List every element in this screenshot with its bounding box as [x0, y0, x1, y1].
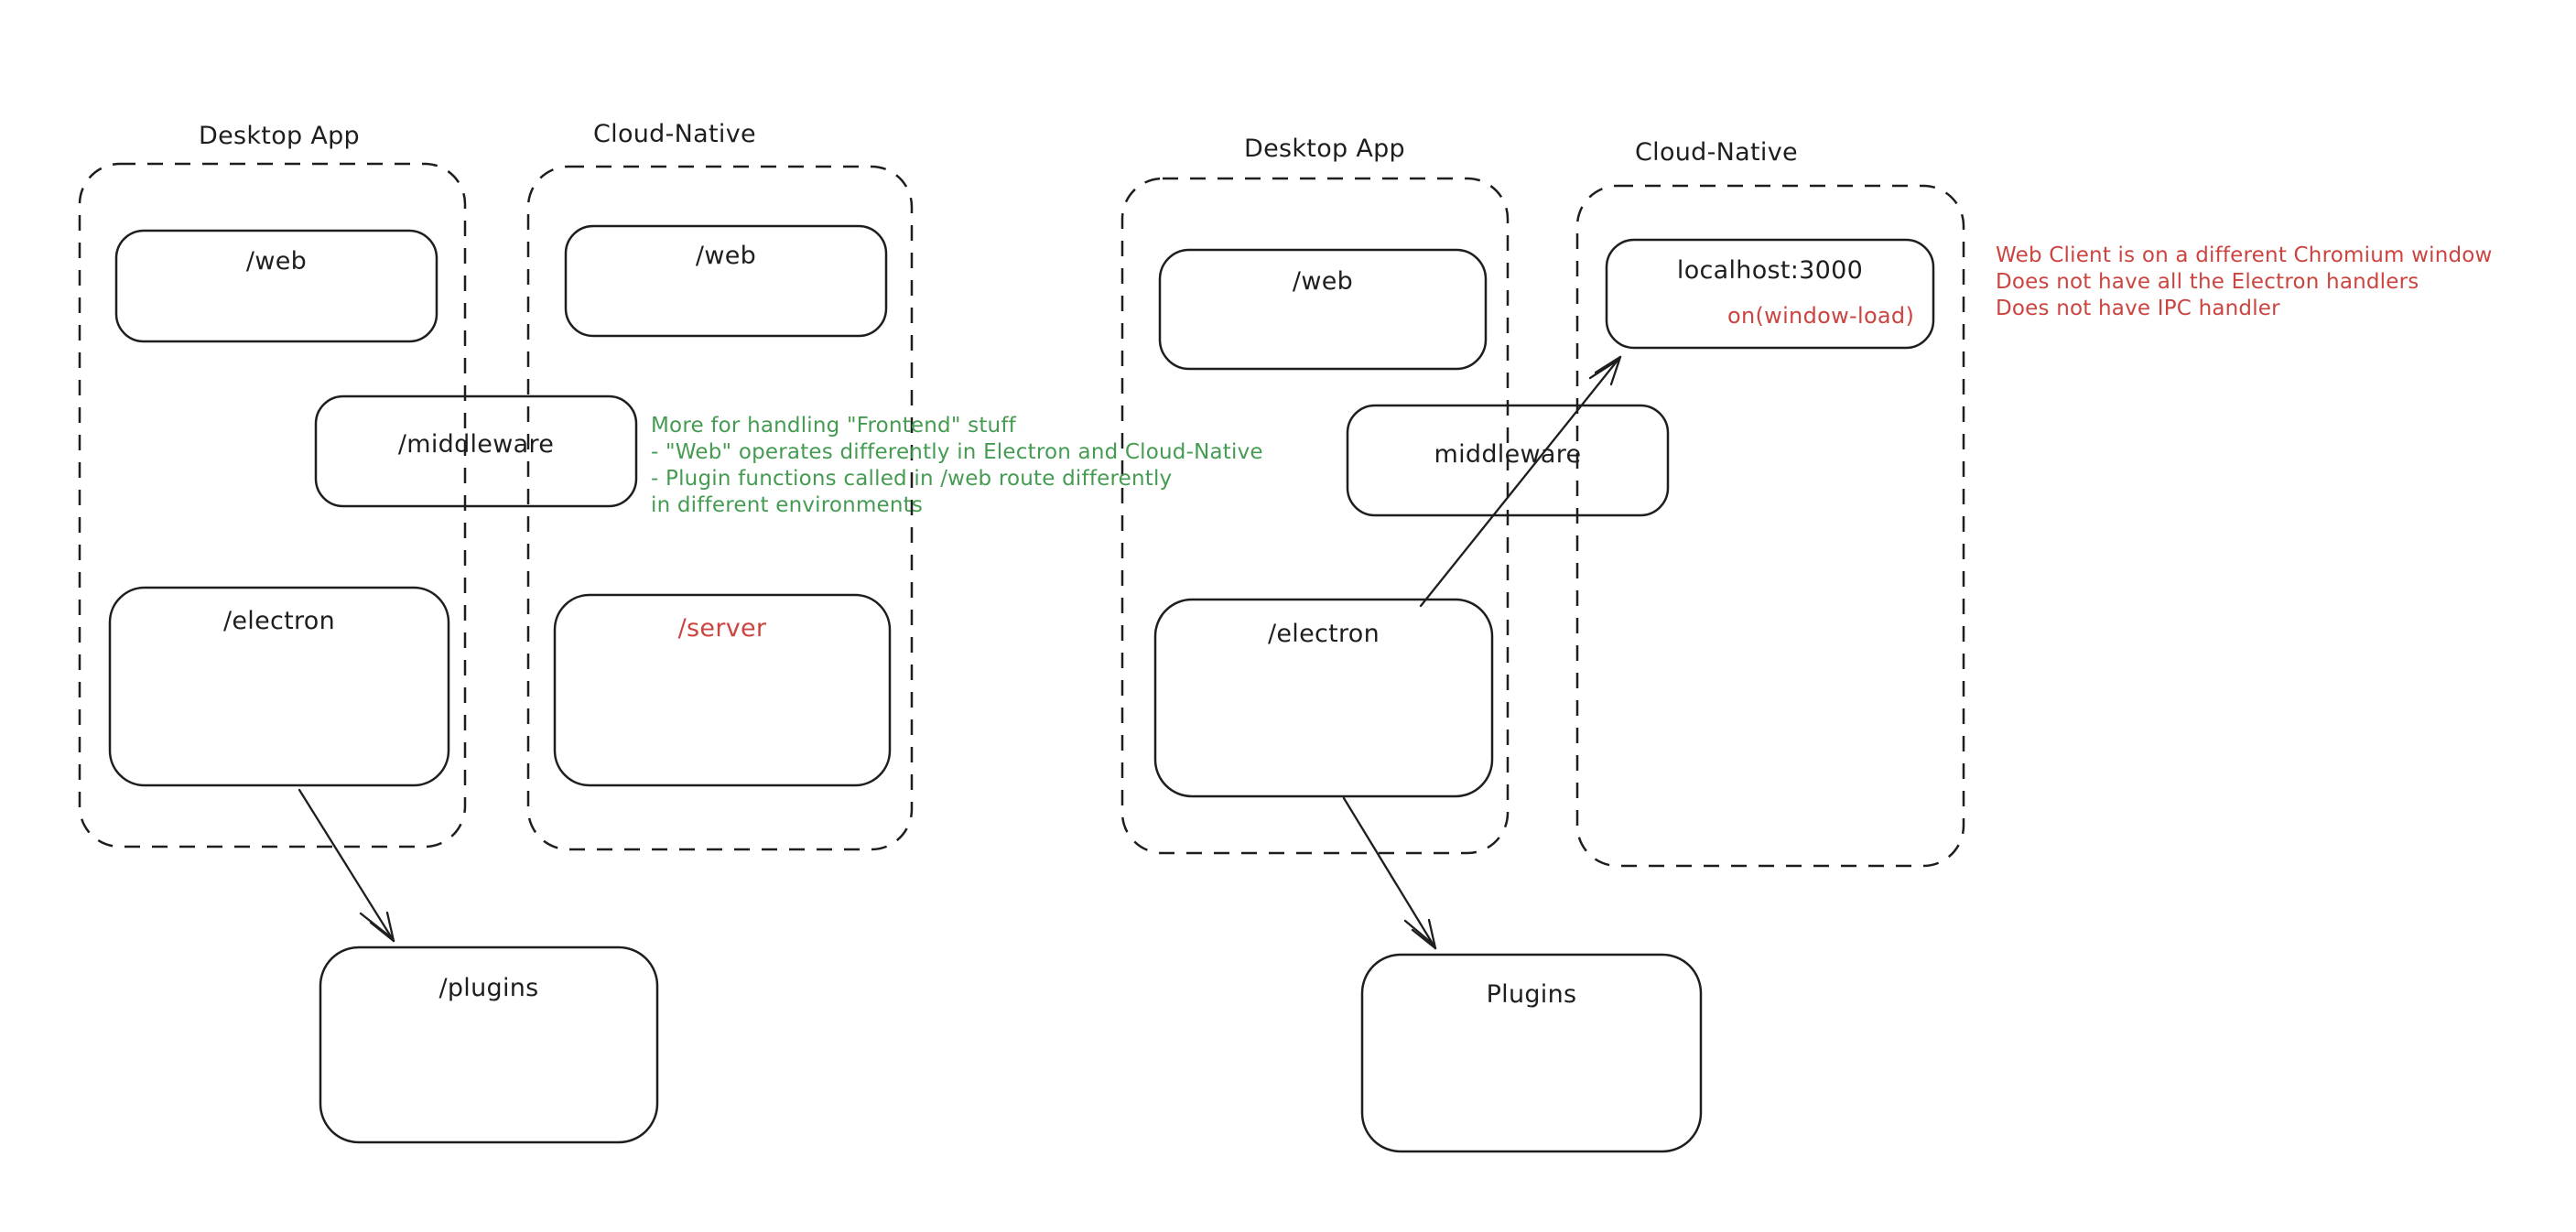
green-note-line-3: - Plugin functions called in /web route … — [651, 467, 1173, 491]
node-label-middleware-left: /middleware — [397, 430, 555, 459]
node-label-web-cloud: /web — [695, 242, 757, 270]
green-annotation-note: More for handling "Frontend" stuff - "We… — [651, 413, 1263, 519]
node-label-plugins-right: Plugins — [1486, 980, 1577, 1009]
node-label-localhost: localhost:3000 — [1676, 256, 1864, 285]
arrow-electron-left-to-plugins — [298, 788, 395, 943]
red-note-line-2: Does not have all the Electron handlers — [1996, 270, 2419, 294]
green-note-line-2: - "Web" operates differently in Electron… — [651, 440, 1263, 464]
arrow-electron-right-to-localhost — [1419, 355, 1622, 608]
node-label-web-left: /web — [245, 247, 308, 276]
node-label-plugins-left: /plugins — [438, 974, 539, 1002]
node-label-localhost-onwindowload: on(window-load) — [1727, 303, 1915, 329]
group-label-cloud-right: Cloud-Native — [1635, 138, 1798, 167]
node-label-web-right: /web — [1292, 267, 1354, 296]
red-annotation-note: Web Client is on a different Chromium wi… — [1996, 243, 2493, 322]
green-note-line-4: in different environments — [651, 493, 924, 517]
green-note-line-1: More for handling "Frontend" stuff — [651, 414, 1016, 438]
node-label-server: /server — [677, 614, 767, 643]
red-note-line-3: Does not have IPC handler — [1996, 297, 2280, 320]
node-label-electron-left: /electron — [222, 607, 336, 635]
group-label-desktop-right: Desktop App — [1244, 135, 1405, 163]
node-label-electron-right: /electron — [1267, 620, 1380, 648]
node-label-middleware-right: middleware — [1434, 440, 1582, 469]
group-label-desktop-left: Desktop App — [199, 122, 360, 150]
group-label-cloud-left: Cloud-Native — [593, 120, 756, 148]
container-cloud-right — [1575, 184, 1965, 868]
red-note-line-1: Web Client is on a different Chromium wi… — [1996, 243, 2493, 267]
arrow-electron-right-to-plugins — [1342, 796, 1437, 950]
